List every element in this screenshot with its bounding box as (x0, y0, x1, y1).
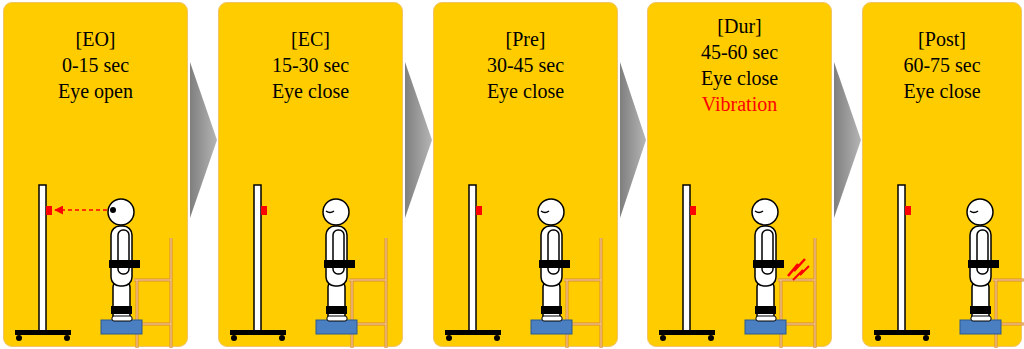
time-range: 45-60 sec (648, 39, 831, 65)
time-range: 60-75 sec (863, 52, 1021, 78)
edge-layer (190, 62, 861, 218)
panel-text: [Pre]30-45 secEye close (434, 26, 617, 104)
subject-figure (659, 185, 815, 348)
phase-panel: [Dur]45-60 secEye closeVibration (647, 2, 832, 347)
eye-condition: Eye close (863, 78, 1021, 104)
chevron-arrow (405, 62, 432, 218)
phase-panel: [EO]0-15 secEye open (3, 2, 188, 347)
gaze-arrow (55, 209, 107, 211)
time-range: 0-15 sec (4, 52, 187, 78)
panel-text: [Dur]45-60 secEye closeVibration (648, 13, 831, 117)
panel-text: [Post]60-75 secEye close (863, 26, 1021, 104)
phase-code: [EO] (4, 26, 187, 52)
closed-eye (326, 211, 334, 213)
open-eye (110, 207, 116, 213)
subject-figure (230, 185, 386, 348)
time-range: 15-30 sec (219, 52, 402, 78)
phase-panel: [EC]15-30 secEye close (218, 2, 403, 347)
closed-eye (970, 211, 978, 213)
phase-code: [EC] (219, 26, 402, 52)
chevron-arrow (620, 62, 646, 218)
panel-text: [EC]15-30 secEye close (219, 26, 402, 104)
eye-condition: Eye close (434, 78, 617, 104)
time-range: 30-45 sec (434, 52, 617, 78)
phase-code: [Post] (863, 26, 1021, 52)
closed-eye (541, 211, 549, 213)
closed-eye (755, 211, 763, 213)
phase-panel: [Pre]30-45 secEye close (433, 2, 618, 347)
phase-panel: [Post]60-75 secEye close (862, 2, 1022, 347)
phase-code: [Dur] (648, 13, 831, 39)
eye-condition: Eye open (4, 78, 187, 104)
chevron-arrow (834, 62, 861, 218)
subject-figure (15, 185, 171, 348)
eye-condition: Eye close (648, 65, 831, 91)
subject-figure (445, 185, 601, 348)
subject-figure (874, 185, 1024, 348)
stimulus-note: Vibration (648, 91, 831, 117)
vibration-mark (788, 259, 805, 276)
panel-text: [EO]0-15 secEye open (4, 26, 187, 104)
phase-code: [Pre] (434, 26, 617, 52)
vibration-mark (793, 266, 809, 280)
chevron-arrow (190, 62, 217, 218)
eye-condition: Eye close (219, 78, 402, 104)
